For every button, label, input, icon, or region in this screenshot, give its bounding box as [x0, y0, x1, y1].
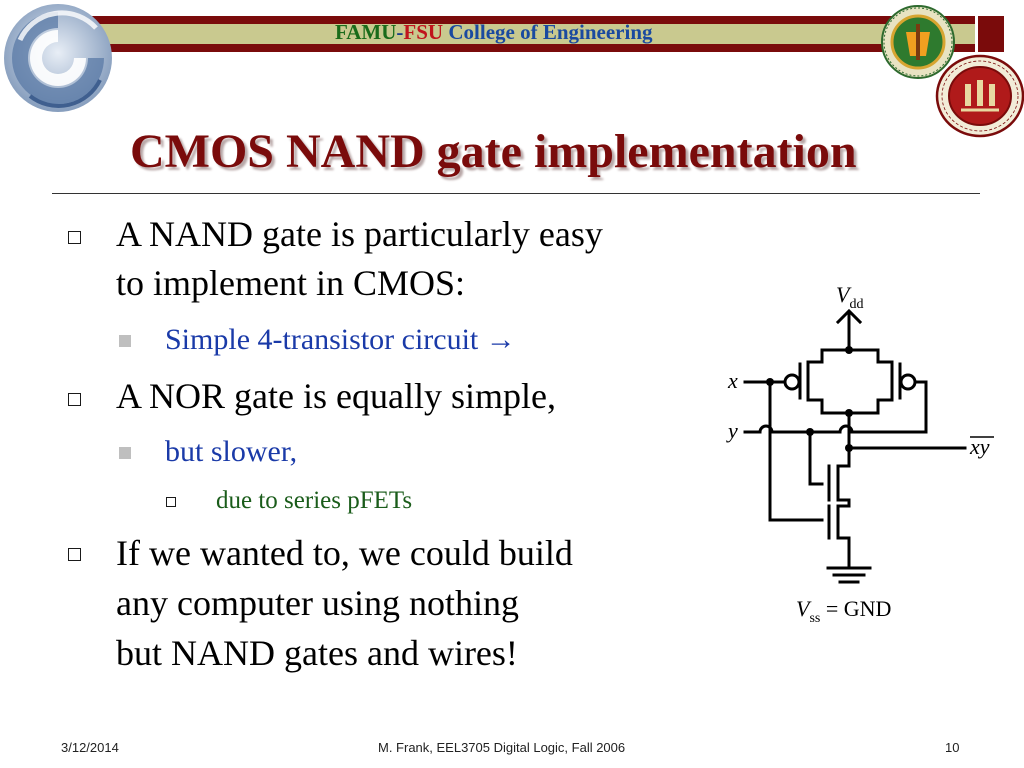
- header-band-right: [978, 16, 1004, 52]
- swirl-logo-icon: [4, 4, 112, 112]
- bullet-box-3: [68, 548, 81, 561]
- header-band-top: [30, 16, 975, 24]
- college-name: FAMU-FSU College of Engineering: [335, 19, 653, 45]
- nand-circuit-diagram: Vdd x y xy Vss = GND: [726, 282, 994, 626]
- footer-date: 3/12/2014: [61, 740, 119, 755]
- bullet-1-line-2: to implement in CMOS:: [116, 263, 466, 303]
- input-y-label: y: [726, 418, 738, 443]
- header-band-middle: [30, 24, 975, 44]
- famu-seal-icon: [881, 5, 955, 79]
- footer-author: M. Frank, EEL3705 Digital Logic, Fall 20…: [378, 740, 626, 755]
- vdd-subscript: dd: [849, 297, 863, 312]
- vss-gnd: = GND: [820, 596, 891, 621]
- bullet-box-2: [68, 393, 81, 406]
- subsub-bullet-1: due to series pFETs: [216, 487, 413, 514]
- title-divider: [52, 193, 980, 194]
- sub-bullet-square-2: [119, 447, 131, 459]
- input-x-label: x: [727, 368, 738, 393]
- output-label: xy: [969, 434, 990, 459]
- fsu-seal-icon: [935, 54, 1024, 138]
- bullet-1-line-1: A NAND gate is particularly easy: [116, 214, 603, 254]
- bullet-3-line-1: If we wanted to, we could build: [116, 533, 573, 573]
- slide-title: CMOS NAND gate implementation: [130, 125, 857, 178]
- vss-subscript: ss: [809, 611, 820, 626]
- bullet-box-1: [68, 231, 81, 244]
- subsub-bullet-box: [166, 497, 176, 507]
- svg-text:Vss = GND: Vss = GND: [796, 596, 891, 626]
- arrow-right-icon: →: [485, 323, 516, 356]
- svg-text:Vdd: Vdd: [836, 282, 863, 312]
- bullet-3-line-3: but NAND gates and wires!: [116, 633, 518, 673]
- vdd-label: V: [836, 282, 852, 307]
- header-band-divider: [975, 16, 978, 52]
- college-famu: FAMU: [335, 20, 397, 44]
- sub-bullet-1: Simple 4-transistor circuit →: [165, 321, 516, 359]
- bullet-3-line-2: any computer using nothing: [116, 583, 519, 623]
- sub-bullet-1-text: Simple 4-transistor circuit: [165, 323, 479, 356]
- bullet-2-line-1: A NOR gate is equally simple,: [116, 376, 556, 416]
- college-fsu: FSU: [403, 20, 444, 44]
- college-rest: College of Engineering: [443, 20, 653, 44]
- header-band-bottom: [30, 44, 975, 52]
- sub-bullet-square-1: [119, 335, 131, 347]
- vss-label: V: [796, 596, 812, 621]
- college-dash: -: [396, 20, 404, 44]
- sub-bullet-2: but slower,: [165, 435, 298, 468]
- footer-page-number: 10: [945, 740, 960, 755]
